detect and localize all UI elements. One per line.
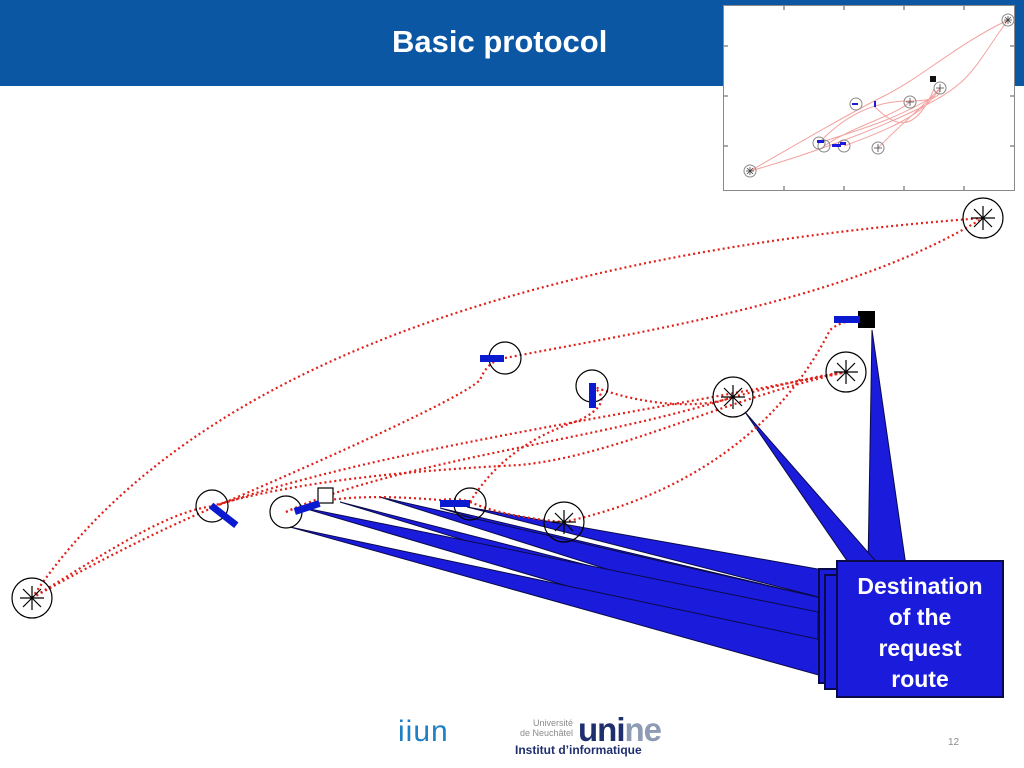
callout-line: route bbox=[891, 666, 949, 692]
node-circle-icon bbox=[195, 489, 229, 523]
node-asterisk-icon bbox=[825, 351, 867, 393]
pointer-wedge bbox=[744, 411, 882, 569]
university-name: Université de Neuchâtel bbox=[519, 718, 573, 738]
direction-marker bbox=[480, 355, 504, 362]
destination-square-icon bbox=[858, 311, 875, 328]
route-line bbox=[732, 370, 847, 399]
node-asterisk-icon bbox=[543, 501, 585, 543]
route-line bbox=[563, 318, 867, 524]
route-line bbox=[591, 384, 734, 406]
direction-marker bbox=[293, 500, 321, 515]
callout-line: of the bbox=[888, 604, 952, 630]
node-asterisk-icon bbox=[712, 376, 754, 418]
direction-marker bbox=[208, 502, 239, 529]
source-square-icon bbox=[317, 487, 334, 504]
institute-name: Institut d’informatique bbox=[515, 743, 642, 757]
thumbnail-svg bbox=[724, 6, 1015, 190]
route-line bbox=[504, 217, 984, 360]
route-line bbox=[31, 216, 984, 599]
route-line bbox=[469, 385, 603, 503]
endpoint-asterisk-icon bbox=[962, 197, 1004, 239]
direction-marker bbox=[440, 500, 470, 507]
destination-callout: Destination of the request route bbox=[836, 560, 1004, 698]
route-line bbox=[469, 500, 565, 524]
route-line bbox=[285, 395, 734, 514]
slide-title: Basic protocol bbox=[392, 24, 608, 59]
callout-line: Destination bbox=[857, 573, 983, 599]
route-line bbox=[211, 370, 847, 508]
direction-marker bbox=[589, 383, 596, 408]
route-line bbox=[31, 370, 847, 599]
page-number: 12 bbox=[948, 737, 960, 748]
iiun-logo: iiun bbox=[398, 715, 449, 748]
pointer-wedge bbox=[867, 329, 907, 567]
thumbnail-plot bbox=[723, 5, 1015, 191]
route-line bbox=[31, 356, 506, 599]
endpoint-asterisk-icon bbox=[11, 577, 53, 619]
unine-logo: unine bbox=[578, 711, 662, 748]
callout-line: request bbox=[878, 635, 962, 661]
direction-marker bbox=[834, 316, 860, 323]
